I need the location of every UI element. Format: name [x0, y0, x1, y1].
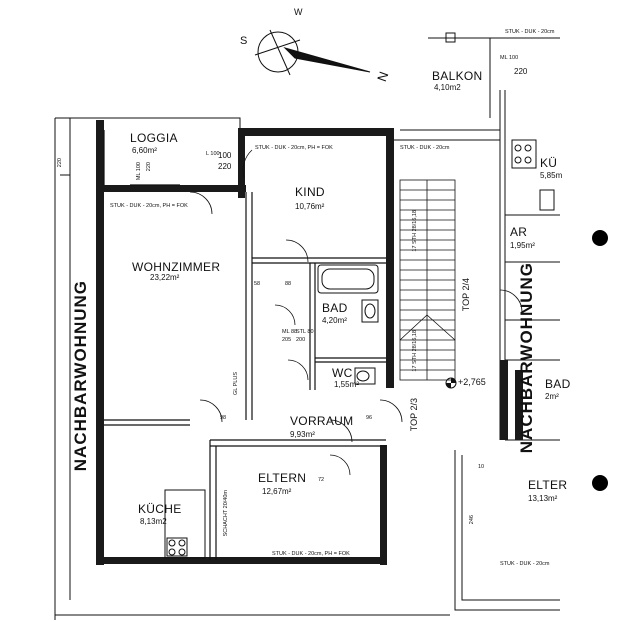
- room-wc-name: WC: [332, 366, 353, 380]
- room-vorraum-name: VORRAUM: [290, 414, 354, 428]
- fixtures: [164, 139, 537, 559]
- top-2-3-label: TOP 2/3: [409, 398, 419, 432]
- room-loggia-name: LOGGIA: [130, 131, 178, 145]
- right-thick: [500, 360, 523, 440]
- room-bad-name: BAD: [322, 301, 348, 315]
- room-wohnzimmer-area: 23,22m²: [150, 273, 180, 282]
- level-marker: +2,765: [458, 377, 486, 387]
- annot-stuk-right: STUK - DUK - 20cm: [400, 145, 450, 151]
- dim-stl80: STL 80: [296, 329, 314, 335]
- neighbor-right-label: NACHBARWOHNUNG: [517, 262, 536, 454]
- room-bad-area: 4,20m²: [322, 316, 347, 325]
- annot-stair-1: 17 STH 28/16,18: [412, 210, 418, 252]
- room-kue-right-area: 5,85m: [540, 171, 563, 180]
- dim-100-loggia: 100: [218, 151, 232, 160]
- dim-98: 98: [220, 415, 227, 421]
- room-ar-name: AR: [510, 225, 528, 239]
- dim-220-loggia-v: 220: [146, 162, 152, 172]
- dim-l100: L 100: [206, 151, 220, 157]
- dim-220-loggia: 220: [218, 162, 232, 171]
- annot-stuk-loggia: STUK - DUK - 20cm, PH = FOK: [110, 203, 188, 209]
- dim-ml100-loggia: ML 100: [136, 162, 142, 181]
- room-eltern-area: 12,67m²: [262, 487, 292, 496]
- room-balkon-area: 4,10m2: [434, 83, 461, 92]
- interior-walls: [103, 130, 386, 560]
- dim-205: 205: [282, 337, 292, 343]
- annot-stair-2: 17 STH 28/16,18: [412, 330, 418, 372]
- punch-hole-top: [592, 230, 608, 246]
- room-eltern-name: ELTERN: [258, 471, 307, 485]
- annot-stuk-bottom: STUK - DUK - 20cm, PH = FOK: [272, 551, 350, 557]
- room-kind-area: 10,76m²: [295, 202, 325, 211]
- room-ar-area: 1,95m²: [510, 241, 535, 250]
- room-kueche-name: KÜCHE: [138, 502, 182, 516]
- dim-88: 88: [285, 281, 292, 287]
- dim-ml100-balkon: ML 100: [500, 55, 519, 61]
- dim-ml88: ML 88: [282, 329, 298, 335]
- dim-72: 72: [318, 477, 325, 483]
- room-kueche-area: 8,13m2: [140, 517, 167, 526]
- room-wc-area: 1,55m²: [334, 380, 359, 389]
- punch-hole-bottom: [592, 475, 608, 491]
- dim-10: 10: [478, 464, 485, 470]
- compass-s: S: [240, 35, 248, 47]
- room-kind-name: KIND: [295, 185, 325, 199]
- dim-220-left: 220: [57, 158, 63, 168]
- room-elter-right-area: 13,13m²: [528, 494, 558, 503]
- room-bad-right-area: 2m²: [545, 392, 559, 401]
- neighbor-left-label: NACHBARWOHNUNG: [71, 280, 90, 472]
- compass-icon: [254, 29, 371, 76]
- level-marker-icon: [445, 377, 457, 389]
- room-bad-right-name: BAD: [545, 377, 571, 391]
- dim-200: 200: [296, 337, 306, 343]
- dim-96: 96: [366, 415, 373, 421]
- room-vorraum-area: 9,93m²: [290, 430, 315, 439]
- annot-stuk-bottom-right: STUK - DUK - 20cm: [500, 561, 550, 567]
- room-loggia-area: 6,60m²: [132, 146, 157, 155]
- top-2-4-label: TOP 2/4: [461, 278, 471, 312]
- annot-stuk-kind: STUK - DUK - 20cm, PH = FOK: [255, 145, 333, 151]
- thick-walls: [96, 120, 394, 565]
- room-kue-right-name: KÜ: [540, 156, 558, 170]
- compass-w: W: [294, 7, 303, 17]
- stairs: [399, 179, 456, 381]
- door-swings: [189, 149, 523, 476]
- dim-246: 246: [469, 515, 475, 525]
- outer-outline: [54, 117, 450, 620]
- room-elter-right-name: ELTER: [528, 478, 568, 492]
- room-balkon-name: BALKON: [432, 69, 483, 83]
- annot-schacht: SCHACHT 20/40m: [223, 490, 229, 537]
- annot-stuk-top-right: STUK - DUK - 20cm: [505, 29, 555, 35]
- dim-220-balkon: 220: [514, 67, 528, 76]
- dim-58: 58: [254, 281, 261, 287]
- annot-glas: GL PLUS: [233, 372, 239, 396]
- room-wohnzimmer-name: WOHNZIMMER: [132, 260, 221, 274]
